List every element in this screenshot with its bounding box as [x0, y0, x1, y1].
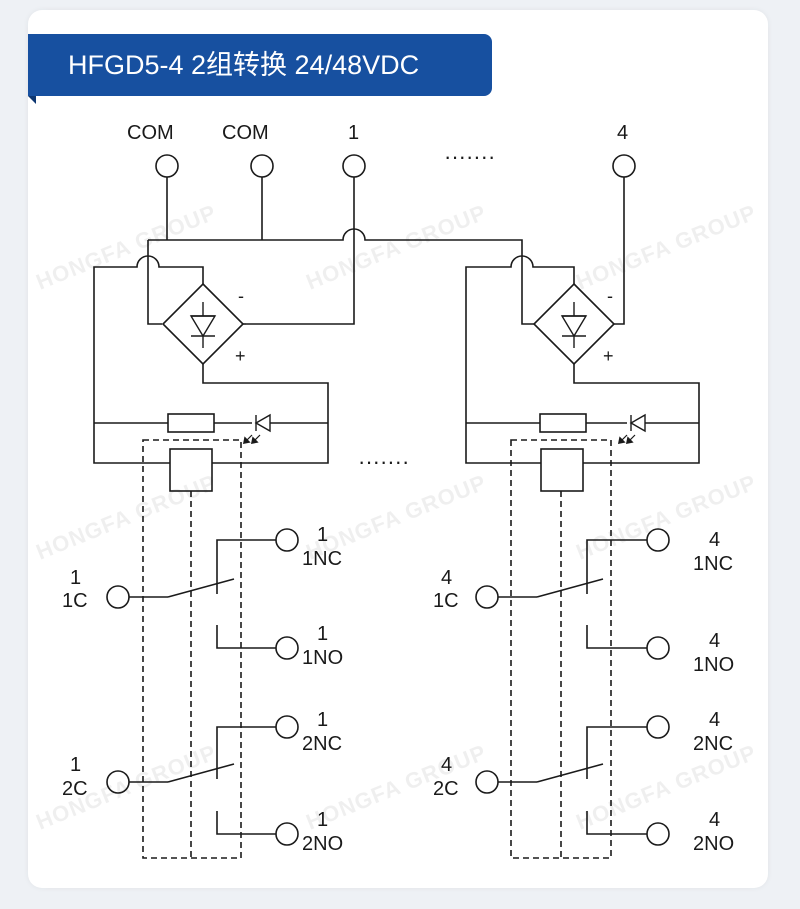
- m4-no1-num: 4: [709, 630, 720, 652]
- m1-no1-num: 1: [317, 623, 328, 645]
- top-terminals: [155, 154, 636, 178]
- m1-c2-num: 1: [70, 754, 81, 776]
- m4-c1-num: 4: [441, 567, 452, 589]
- watermark-text: HONGFA GROUP: [33, 199, 220, 294]
- diagram-title: HFGD5-4 2组转换 24/48VDC: [68, 50, 420, 80]
- m4-c1-label: 1C: [433, 590, 459, 612]
- bridge-minus-4: -: [607, 286, 613, 306]
- m4-c2-label: 2C: [433, 778, 459, 800]
- m4-nc1-label: 1NC: [693, 553, 733, 575]
- m1-nc2-num: 1: [317, 709, 328, 731]
- ellipsis-top: ·······: [444, 144, 495, 169]
- module-4-circuit: [465, 255, 700, 859]
- m4-nc2-num: 4: [709, 709, 720, 731]
- label-terminal-1: 1: [348, 122, 359, 144]
- m1-nc2-label: 2NC: [302, 733, 342, 755]
- label-com-a: COM: [127, 122, 174, 144]
- m1-c2-label: 2C: [62, 778, 88, 800]
- m4-no2-label: 2NO: [693, 833, 734, 855]
- ellipsis-middle: ·······: [358, 449, 409, 474]
- m4-nc1-num: 4: [709, 529, 720, 551]
- terminal-com-b: [250, 154, 274, 178]
- title-banner: HFGD5-4 2组转换 24/48VDC: [28, 34, 492, 104]
- bridge-minus-1: -: [238, 286, 244, 306]
- m4-nc2-label: 2NC: [693, 733, 733, 755]
- diagram-card: [28, 10, 768, 888]
- watermarks: HONGFA GROUP HONGFA GROUP HONGFA GROUP H…: [33, 199, 760, 834]
- m1-c1-label: 1C: [62, 590, 88, 612]
- bridge-plus-1: +: [235, 346, 246, 366]
- watermark-text: HONGFA GROUP: [303, 199, 490, 294]
- m1-nc1-label: 1NC: [302, 548, 342, 570]
- watermark-text: HONGFA GROUP: [33, 469, 220, 564]
- m1-no1-label: 1NO: [302, 647, 343, 669]
- terminal-com-a: [155, 154, 179, 178]
- m4-c2-num: 4: [441, 754, 452, 776]
- watermark-text: HONGFA GROUP: [33, 739, 220, 834]
- m1-no2-num: 1: [317, 809, 328, 831]
- m4-no1-label: 1NO: [693, 654, 734, 676]
- watermark-text: HONGFA GROUP: [573, 199, 760, 294]
- m1-c1-num: 1: [70, 567, 81, 589]
- bridge-plus-4: +: [603, 346, 614, 366]
- terminal-4: [612, 154, 636, 178]
- watermark-text: HONGFA GROUP: [573, 469, 760, 564]
- label-terminal-4: 4: [617, 122, 628, 144]
- terminal-1: [342, 154, 366, 178]
- label-com-b: COM: [222, 122, 269, 144]
- m1-no2-label: 2NO: [302, 833, 343, 855]
- module-1-circuit: [93, 240, 329, 859]
- m1-nc1-num: 1: [317, 524, 328, 546]
- m4-no2-num: 4: [709, 809, 720, 831]
